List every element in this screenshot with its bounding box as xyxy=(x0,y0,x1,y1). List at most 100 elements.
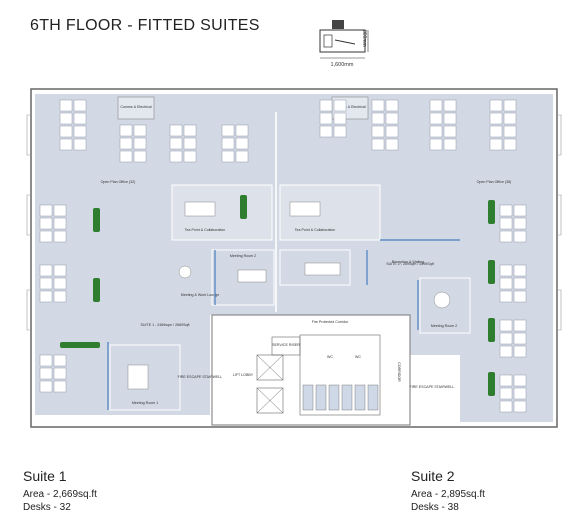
desk xyxy=(499,230,513,243)
desk xyxy=(73,99,87,112)
desk xyxy=(319,125,333,138)
desk xyxy=(513,230,527,243)
desk xyxy=(499,332,513,345)
openplan-label-2: Open Plan Office (38) xyxy=(477,180,512,184)
desk xyxy=(499,319,513,332)
fire-escape-label-2: FIRE ESCAPE STAIRWELL xyxy=(410,385,455,389)
desk xyxy=(489,125,503,138)
desk xyxy=(119,150,133,163)
desk xyxy=(39,264,53,277)
desk xyxy=(235,137,249,150)
suite2-desks: Desks - 38 xyxy=(411,502,459,513)
desk xyxy=(333,125,347,138)
desk xyxy=(499,374,513,387)
openplan-label-1: Open Plan Office (32) xyxy=(101,180,136,184)
desk xyxy=(133,124,147,137)
corridor-side-label: CORRIDOR xyxy=(397,362,401,382)
service-riser-label: SERVICE RISER xyxy=(272,343,300,347)
desk xyxy=(443,112,457,125)
desk xyxy=(385,125,399,138)
desk xyxy=(53,264,67,277)
suite1-desks: Desks - 32 xyxy=(23,502,71,513)
desk xyxy=(513,204,527,217)
desk xyxy=(169,124,183,137)
desk xyxy=(513,290,527,303)
desk xyxy=(119,124,133,137)
desk xyxy=(119,137,133,150)
desk xyxy=(59,99,73,112)
lift-shaft-1 xyxy=(256,354,284,381)
desk xyxy=(503,138,517,151)
desk xyxy=(371,138,385,151)
desk xyxy=(235,124,249,137)
desk xyxy=(489,99,503,112)
meeting-room-2b xyxy=(279,249,351,286)
desk xyxy=(183,150,197,163)
desk xyxy=(429,112,443,125)
desk xyxy=(53,277,67,290)
desk xyxy=(513,345,527,358)
desk xyxy=(133,150,147,163)
desk xyxy=(53,367,67,380)
suite2-area: Area - 2,895sq.ft xyxy=(411,489,485,500)
desk xyxy=(443,125,457,138)
meeting-room-1 xyxy=(109,344,181,411)
desk xyxy=(371,99,385,112)
desk xyxy=(443,99,457,112)
comms-room-1 xyxy=(117,96,155,120)
desk xyxy=(53,380,67,393)
desk xyxy=(183,137,197,150)
meeting-room-2-right xyxy=(419,277,471,334)
desk xyxy=(513,374,527,387)
desk xyxy=(39,367,53,380)
page-title: 6TH FLOOR - FITTED SUITES xyxy=(30,17,260,34)
desk xyxy=(385,112,399,125)
desk xyxy=(499,400,513,413)
suite2-area-label: SUITE 2 - 269Sqm / 2895Sqft xyxy=(386,262,434,266)
suite1-area-label: SUITE 1 - 2469sqm / 2669Sqft xyxy=(141,323,190,327)
collab-label-2: Tea Point & Collaboration xyxy=(295,228,336,232)
collab-label-1: Tea Point & Collaboration xyxy=(185,228,226,232)
desk xyxy=(503,99,517,112)
wc-label-1: WC xyxy=(327,355,333,359)
desk xyxy=(53,354,67,367)
desk xyxy=(133,137,147,150)
desk xyxy=(39,230,53,243)
fire-escape-label-1: FIRE ESCAPE STAIRWELL xyxy=(178,375,223,379)
wc-label-2: WC xyxy=(355,355,361,359)
desk xyxy=(333,112,347,125)
desk xyxy=(499,277,513,290)
suite1-area: Area - 2,669sq.ft xyxy=(23,489,97,500)
desk xyxy=(59,112,73,125)
meeting-label-2b: Meeting Room 2 xyxy=(431,324,457,328)
desk xyxy=(221,124,235,137)
chair-icon xyxy=(332,20,344,29)
desk xyxy=(39,290,53,303)
office-floor xyxy=(35,94,553,422)
suite2-name: Suite 2 xyxy=(411,468,455,484)
desk xyxy=(385,138,399,151)
desk xyxy=(513,277,527,290)
desk-width-label: 1,600mm xyxy=(330,62,354,68)
desk xyxy=(371,112,385,125)
desk xyxy=(429,99,443,112)
desk xyxy=(53,217,67,230)
desk xyxy=(221,137,235,150)
desk xyxy=(183,124,197,137)
desk xyxy=(319,112,333,125)
wc-block xyxy=(299,334,381,416)
desk xyxy=(333,99,347,112)
desk xyxy=(53,204,67,217)
reception-label: Reception & Waiting xyxy=(392,260,424,264)
meeting-lounge-label: Meeting & Work Lounge xyxy=(181,293,220,297)
desk xyxy=(503,112,517,125)
lift-lobby-label: LIFT LOBBY xyxy=(233,373,254,377)
desk xyxy=(513,332,527,345)
desk xyxy=(429,138,443,151)
meeting-room-2a xyxy=(211,249,275,306)
corridor-label: Fire Protected Corridor xyxy=(312,320,349,324)
suite1-name: Suite 1 xyxy=(23,468,67,484)
desk xyxy=(513,400,527,413)
desk xyxy=(503,125,517,138)
monitor-icon xyxy=(323,34,333,48)
